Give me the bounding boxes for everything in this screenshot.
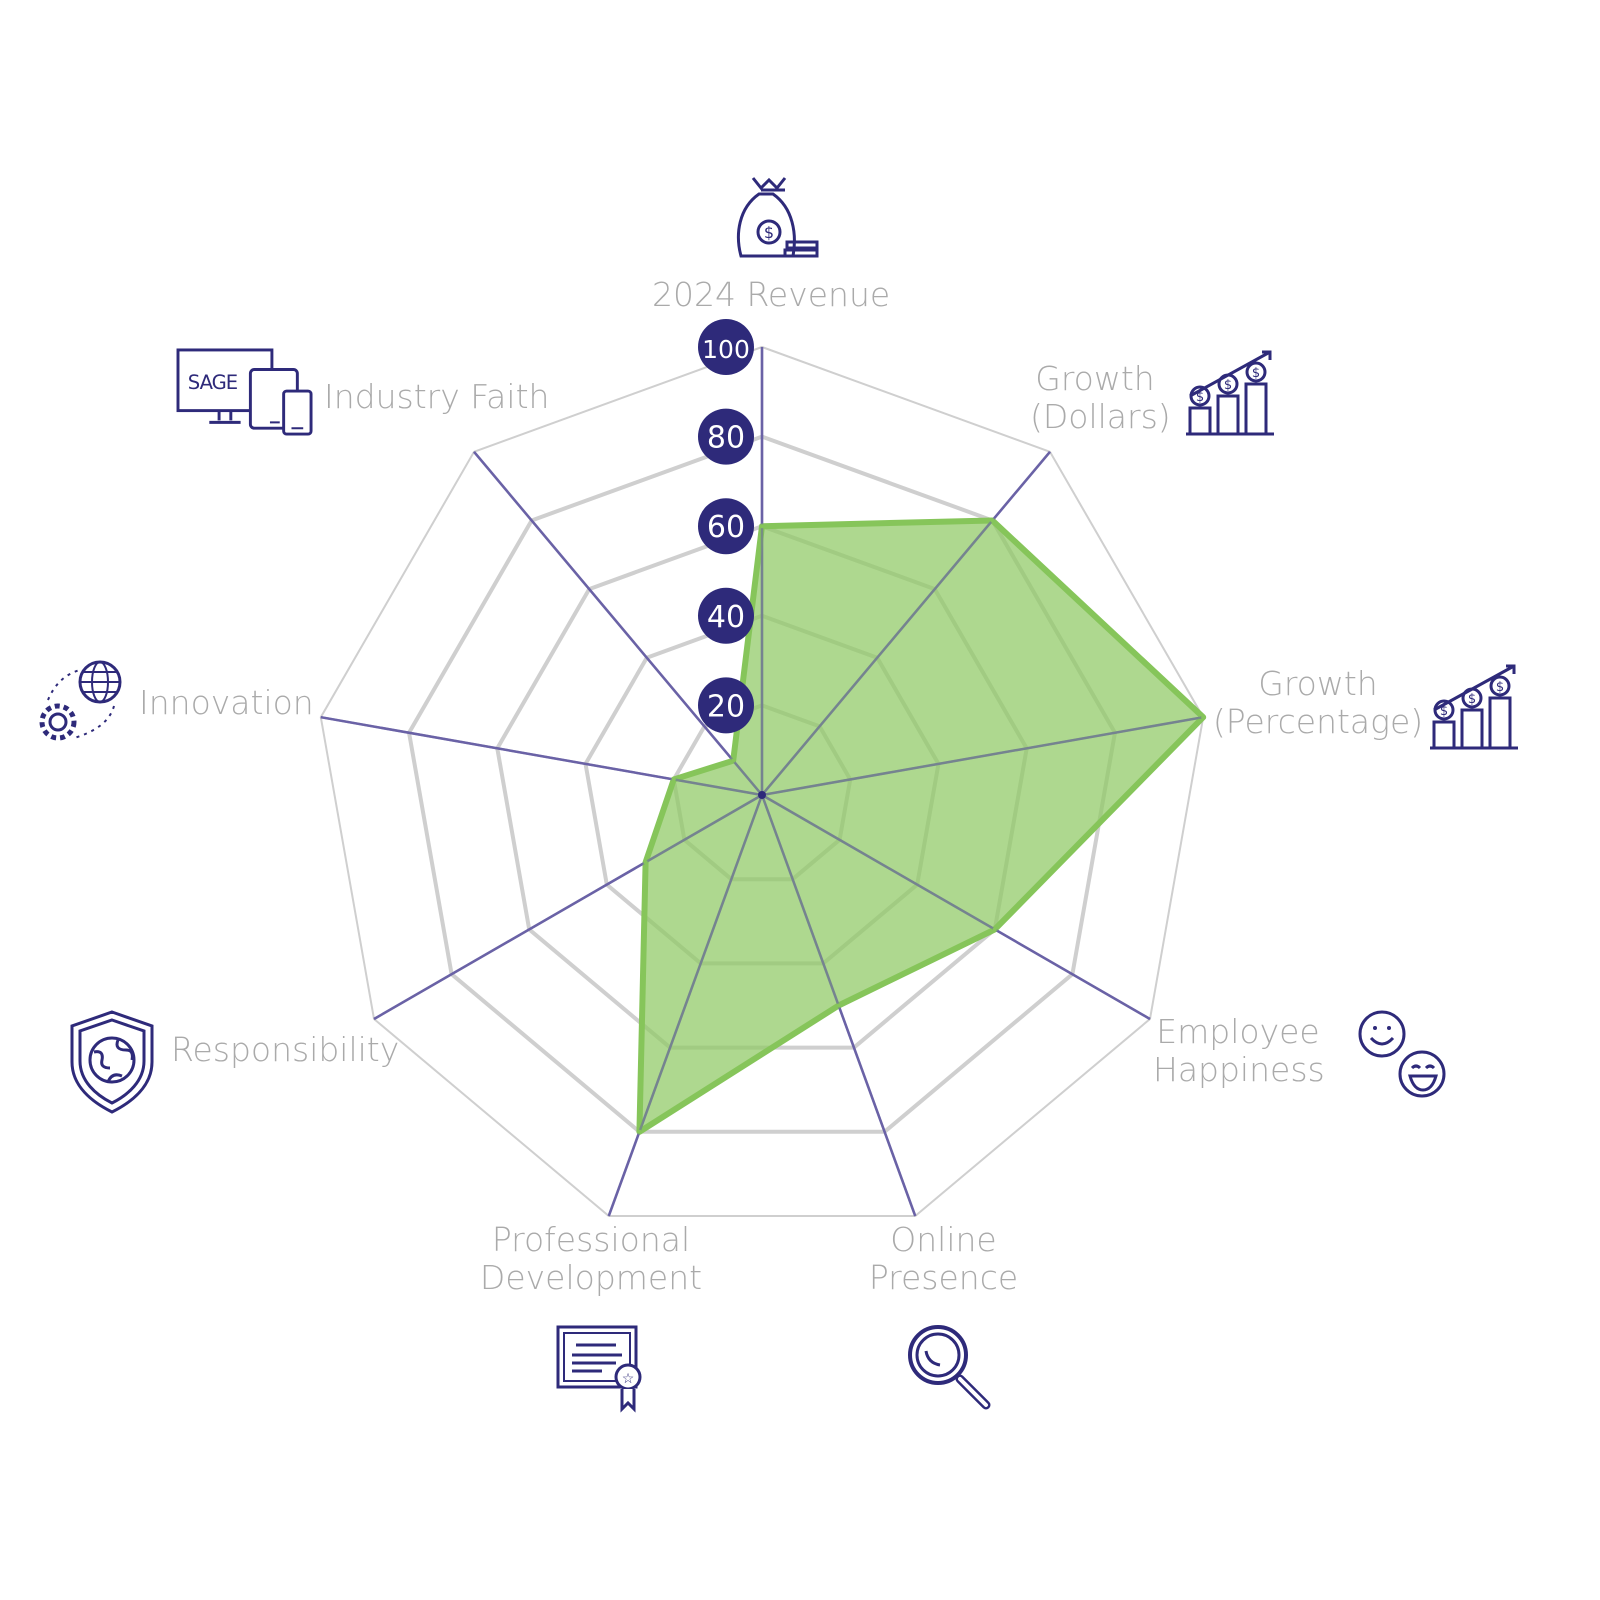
shield-globe-icon xyxy=(68,1008,158,1123)
axis-label: Responsibility xyxy=(171,1031,399,1069)
money-bag-icon: $ xyxy=(733,176,823,271)
svg-text:$: $ xyxy=(1468,692,1476,707)
certificate-icon: ☆ xyxy=(556,1325,646,1420)
tick-label: 100 xyxy=(702,335,750,364)
axis-line-overlay xyxy=(473,451,763,796)
axis-label-line: 2024 Revenue xyxy=(652,275,891,314)
data-point xyxy=(643,860,648,865)
axis-line-overlay xyxy=(761,715,1204,797)
axis-line-overlay xyxy=(320,715,763,797)
svg-text:$: $ xyxy=(1224,378,1232,393)
data-point xyxy=(671,777,676,782)
svg-text:SAGE: SAGE xyxy=(188,371,238,394)
data-point xyxy=(731,758,736,763)
axis-label-line: (Percentage) xyxy=(1212,702,1424,741)
tick-label: 40 xyxy=(707,600,745,635)
svg-text:$: $ xyxy=(1252,366,1260,381)
smiley-faces-icon xyxy=(1358,1010,1448,1105)
axis-label: Growth(Percentage) xyxy=(1208,665,1428,741)
axis-line-overlay xyxy=(607,794,764,1217)
axis-label: 2024 Revenue xyxy=(652,276,890,314)
axis-label-line: Presence xyxy=(868,1258,1019,1297)
data-point xyxy=(637,1129,642,1134)
svg-text:$: $ xyxy=(1196,390,1204,405)
tick-badge xyxy=(698,587,754,644)
axis-label-line: Employee xyxy=(1156,1012,1320,1051)
svg-text:☆: ☆ xyxy=(622,1372,635,1387)
svg-text:$: $ xyxy=(1440,704,1448,719)
axis-label-line: Growth xyxy=(1035,359,1155,398)
axis-label: Innovation xyxy=(139,684,314,722)
data-area xyxy=(636,517,1207,1135)
axis-label-line: Growth xyxy=(1258,664,1378,703)
axis-label-line: Happiness xyxy=(1153,1050,1325,1089)
axis-label-line: Professional xyxy=(491,1220,691,1259)
tick-label: 60 xyxy=(707,510,745,545)
axis-line-overlay xyxy=(373,793,763,1021)
data-point xyxy=(992,927,997,932)
data-point xyxy=(760,524,764,529)
tick-badge xyxy=(698,408,754,465)
axis-label-line: (Dollars) xyxy=(1030,397,1171,436)
data-point xyxy=(836,1003,841,1008)
axis-label-line: Industry Faith xyxy=(324,377,550,416)
axis-label-line: Development xyxy=(479,1258,703,1297)
tick-badge xyxy=(698,677,754,734)
tick-label: 80 xyxy=(707,421,745,456)
magnifier-icon xyxy=(906,1323,996,1418)
svg-text:$: $ xyxy=(1496,680,1504,695)
data-point xyxy=(1201,715,1206,720)
axis-label: Industry Faith xyxy=(324,378,549,416)
svg-text:$: $ xyxy=(764,223,774,242)
coins-growth-icon: $ $ $ xyxy=(1430,662,1520,757)
axis-label: Growth(Dollars) xyxy=(1030,359,1171,436)
data-point xyxy=(990,518,995,523)
axis-label-line: Responsibility xyxy=(171,1030,400,1069)
coins-growth-icon: $ $ $ xyxy=(1186,348,1276,443)
globe-gear-icon xyxy=(33,660,125,755)
tick-badge xyxy=(698,498,754,555)
grid-ring-100 xyxy=(319,345,1205,1217)
axis-label-line: Online xyxy=(890,1220,997,1259)
axis-label-line: Innovation xyxy=(139,683,314,722)
center-dot xyxy=(758,791,766,799)
tick-label: 20 xyxy=(707,689,745,724)
sage-devices-icon: SAGE xyxy=(173,348,318,443)
axis-line-overlay xyxy=(761,451,1051,796)
tick-badge xyxy=(698,319,754,375)
axis-line-overlay xyxy=(761,793,1151,1021)
